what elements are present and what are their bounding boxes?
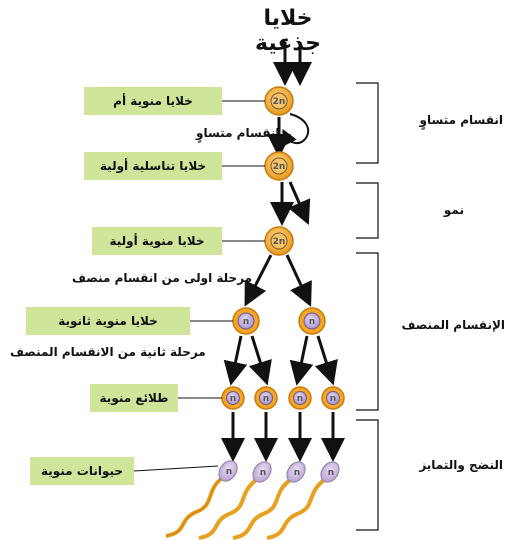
cell-mother-2n: 2n xyxy=(264,86,294,116)
cell-spermatogonia-ploidy: 2n xyxy=(273,162,286,172)
cell-spermatid-1: n xyxy=(221,386,245,410)
label-spermatids: طلائع منوية xyxy=(90,384,178,412)
cell-mother-ploidy: 2n xyxy=(273,97,286,107)
bracket-growth xyxy=(356,182,379,239)
bracket-maturation xyxy=(356,419,379,531)
sperm-2-ploidy: n xyxy=(260,468,266,478)
sperm-1: n xyxy=(165,460,238,538)
stage-label-growth: نمو xyxy=(443,203,464,217)
top-arrows xyxy=(273,42,312,86)
stage-brackets xyxy=(356,82,379,531)
cell-secondary-right-n: n xyxy=(298,307,326,335)
cell-spermatid-1-ploidy: n xyxy=(230,394,236,404)
cell-spermatid-4-ploidy: n xyxy=(330,394,336,404)
label-spermatogonia: خلايا تناسلية أولية xyxy=(84,152,222,180)
label-meiosis1-note: مرحلة اولى من انقسام منصف xyxy=(72,271,253,285)
label-mitosis-note: انقسام متساوٍ xyxy=(196,126,280,140)
label-primary-spermatocytes: خلايا منوية أولية xyxy=(92,227,222,255)
cell-spermatid-4: n xyxy=(321,386,345,410)
cell-secondary-left-n: n xyxy=(232,307,260,335)
sperm-4-ploidy: n xyxy=(328,468,334,478)
arrow-meiosis2-3 xyxy=(289,335,314,386)
cell-secondary-left-ploidy: n xyxy=(243,317,249,327)
label-sperm: حيوانات منوية xyxy=(30,457,134,485)
bracket-meiosis xyxy=(356,252,379,411)
sperm-3: n xyxy=(232,461,306,540)
stage-label-meiosis: الإنقسام المنصف xyxy=(401,318,505,332)
cell-spermatid-3-ploidy: n xyxy=(297,394,303,404)
cell-spermatid-3: n xyxy=(288,386,312,410)
arrow-meiosis2-2 xyxy=(248,335,272,386)
arrow-meiosis1-right xyxy=(285,254,312,307)
cell-primary-ploidy: 2n xyxy=(273,237,286,247)
stage-label-maturation: النضج والتمايز xyxy=(419,458,503,472)
cell-spermatid-2: n xyxy=(254,386,278,410)
cell-secondary-right-ploidy: n xyxy=(309,317,315,327)
leader-lines xyxy=(133,100,265,472)
cell-spermatogonia-2n: 2n xyxy=(264,151,294,181)
label-mother-cells: خلايا منوية أم xyxy=(84,87,222,115)
sperm-1-ploidy: n xyxy=(226,467,232,477)
arrow-meiosis1-left xyxy=(244,254,273,307)
sperm-2: n xyxy=(198,461,272,540)
arrow-meiosis2-1 xyxy=(223,335,248,386)
sperm-4: n xyxy=(266,461,340,540)
arrow-growth-2 xyxy=(288,181,311,225)
label-meiosis2-note: مرحلة ثانية من الانقسام المنصف xyxy=(10,345,206,359)
diagram-title: خلايا جذعية xyxy=(255,6,321,56)
self-renewal-arrow xyxy=(282,113,310,147)
cell-spermatid-2-ploidy: n xyxy=(263,394,269,404)
arrow-meiosis2-4 xyxy=(314,335,338,386)
label-secondary-spermatocytes: خلايا منوية ثانوية xyxy=(26,307,190,335)
sperm-3-ploidy: n xyxy=(294,468,300,478)
stage-label-mitosis: انقسام متساوٍ xyxy=(419,113,503,127)
cell-primary-2n: 2n xyxy=(264,226,294,256)
bracket-mitosis xyxy=(356,82,379,164)
